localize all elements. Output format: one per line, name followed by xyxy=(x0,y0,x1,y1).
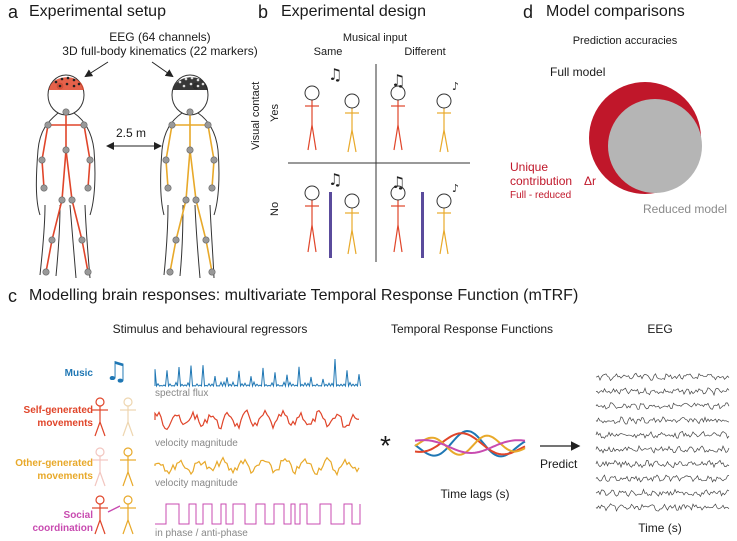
social-coordination-figures xyxy=(92,495,136,535)
right-person-markers xyxy=(162,82,218,276)
reduced-model-circle xyxy=(608,99,702,193)
self-velocity-signal xyxy=(154,409,360,431)
arrow-to-right-person xyxy=(151,61,174,78)
left-person-markers xyxy=(38,82,94,276)
kinematics-label: 3D full-body kinematics (22 markers) xyxy=(62,44,258,58)
caption-spectral-flux: spectral flux xyxy=(155,388,209,399)
condition-different-yes xyxy=(390,85,452,153)
eeg-trace xyxy=(595,459,730,469)
eeg-channels-label: EEG (64 channels) xyxy=(109,30,211,44)
panel-b-letter: b xyxy=(258,2,269,22)
distance-label: 2.5 m xyxy=(116,126,147,140)
panel-b-title: Experimental design xyxy=(281,3,426,20)
same-label: Same xyxy=(313,46,343,58)
unique-label-2: contribution xyxy=(510,174,573,188)
music-note-icon: ♫ xyxy=(105,357,128,387)
stimulus-heading: Stimulus and behavioural regressors xyxy=(112,322,308,336)
panel-a-letter: a xyxy=(8,2,19,22)
trf-curve xyxy=(414,439,526,455)
left-person-figure xyxy=(35,74,96,279)
panel-c-title: Modelling brain responses: multivariate … xyxy=(29,287,579,304)
unique-label-1: Unique xyxy=(510,160,549,174)
eeg-trace xyxy=(595,416,730,425)
eeg-time-label: Time (s) xyxy=(638,521,682,535)
eeg-trace xyxy=(595,372,730,382)
delta-r-label: Δr xyxy=(584,174,597,188)
panel-d-letter: d xyxy=(523,2,534,22)
occluding-screen-different xyxy=(421,192,424,258)
time-lags-label: Time lags (s) xyxy=(440,487,510,501)
left-eeg-cap xyxy=(49,76,84,90)
music-note-icon: ♫ ♫ ♪ ♫ ♫ ♪ xyxy=(328,65,459,195)
regressor-signals xyxy=(154,358,361,525)
different-label: Different xyxy=(404,46,446,58)
eeg-heading: EEG xyxy=(647,322,673,336)
reduced-model-label: Reduced model xyxy=(643,202,728,216)
left-person-skeleton xyxy=(41,112,91,273)
arrow-to-left-person xyxy=(84,61,109,78)
trf-curve xyxy=(414,434,526,456)
panel-c-letter: c xyxy=(8,286,17,306)
trf-curve xyxy=(414,432,526,456)
caption-other-velocity: velocity magnitude xyxy=(155,478,238,489)
svg-text:♪: ♪ xyxy=(452,182,459,195)
svg-text:♫: ♫ xyxy=(328,65,342,84)
svg-text:♫: ♫ xyxy=(328,170,342,189)
trf-curves xyxy=(414,429,526,458)
eeg-trace xyxy=(595,488,730,498)
full-model-label: Full model xyxy=(550,65,606,79)
svg-text:♫: ♫ xyxy=(391,71,405,90)
musical-input-label: Musical input xyxy=(342,32,408,44)
condition-different-no xyxy=(390,185,452,258)
panel-a-title: Experimental setup xyxy=(29,3,166,20)
eeg-trace xyxy=(595,387,730,397)
eeg-traces xyxy=(595,372,730,512)
prediction-accuracies-label: Prediction accuracies xyxy=(572,35,678,47)
svg-text:♪: ♪ xyxy=(452,80,459,93)
right-eeg-cap xyxy=(173,76,208,90)
right-person-figure xyxy=(160,74,220,279)
right-person-skeleton xyxy=(165,112,215,273)
other-velocity-signal xyxy=(154,456,360,477)
eeg-trace xyxy=(595,444,730,454)
eeg-trace xyxy=(595,474,730,483)
caption-phase: in phase / anti-phase xyxy=(155,528,248,539)
music-signal xyxy=(154,358,361,388)
condition-same-yes xyxy=(304,85,360,153)
svg-text:♫: ♫ xyxy=(391,173,405,192)
eeg-trace xyxy=(595,402,730,410)
social-phase-signal xyxy=(155,503,361,525)
trf-heading: Temporal Response Functions xyxy=(390,322,554,336)
eeg-trace xyxy=(595,431,730,439)
panel-d-title: Model comparisons xyxy=(546,3,685,20)
full-reduced-label: Full - reduced xyxy=(510,190,572,201)
caption-self-velocity: velocity magnitude xyxy=(155,438,238,449)
condition-same-no xyxy=(304,185,360,258)
regressor-music-label: Music xyxy=(64,368,93,379)
predict-label: Predict xyxy=(540,457,578,471)
eeg-trace xyxy=(595,503,730,512)
occluding-screen-same xyxy=(329,192,332,258)
other-movement-figures xyxy=(92,447,136,487)
self-movement-figures xyxy=(92,397,136,437)
convolution-symbol: * xyxy=(380,430,391,461)
